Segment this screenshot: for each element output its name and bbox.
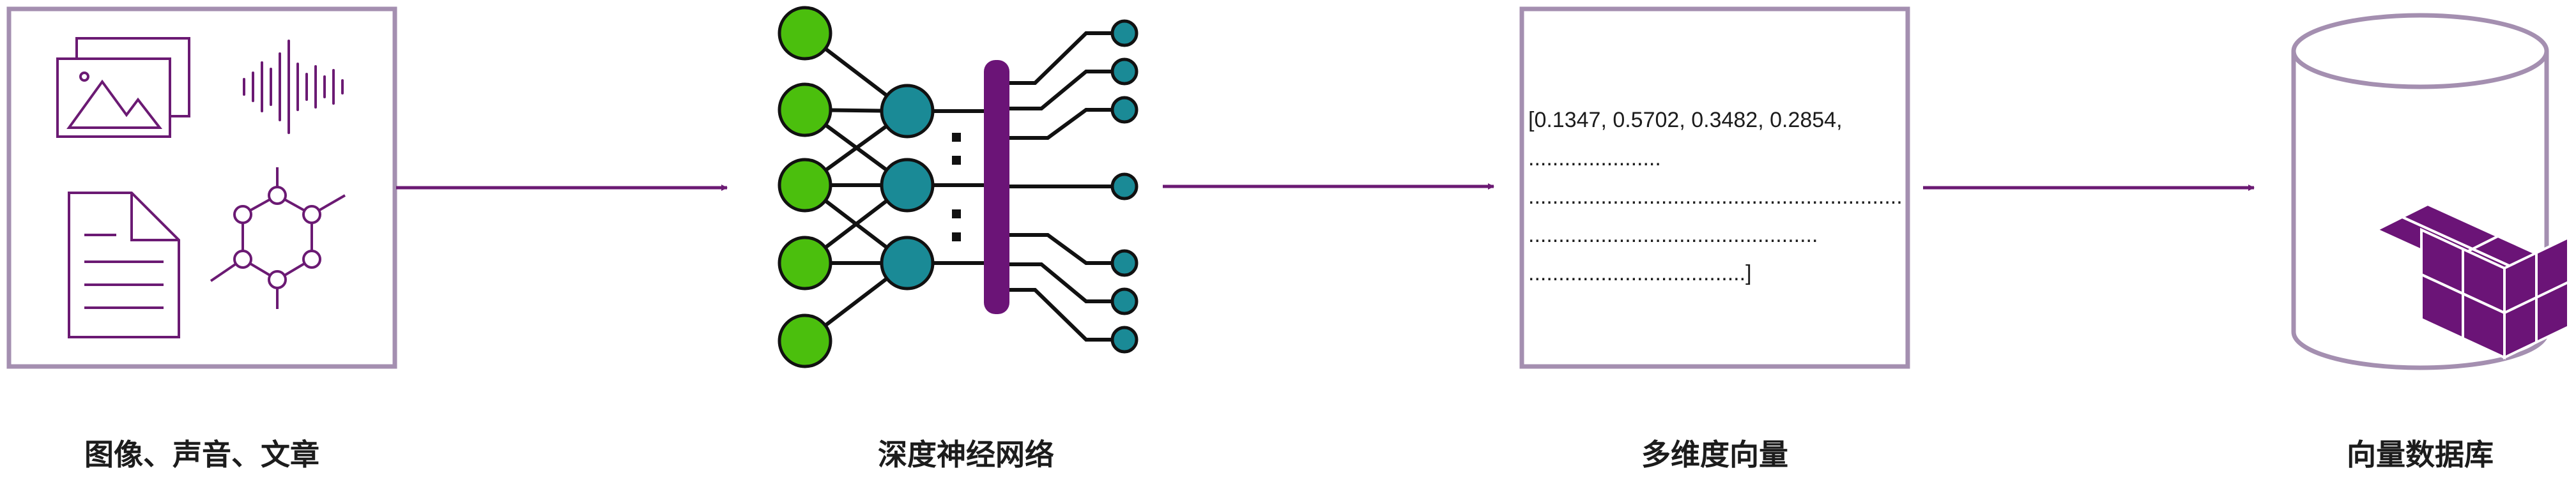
vector-line-3: ........................................…	[1528, 185, 1903, 209]
document-icon	[68, 192, 180, 338]
audio-waveform-icon	[243, 40, 344, 134]
caption-media: 图像、声音、文章	[84, 437, 319, 472]
neural-network-icon	[778, 6, 1138, 368]
molecule-icon	[210, 167, 346, 309]
image-icon	[56, 37, 190, 138]
vector-box	[1519, 6, 1910, 369]
vector-line-1: [0.1347, 0.5702, 0.3482, 0.2854,	[1528, 108, 1843, 132]
caption-network: 深度神经网络	[878, 437, 1054, 472]
caption-database: 向量数据库	[2347, 437, 2494, 472]
caption-vector: 多维度向量	[1641, 437, 1788, 472]
vector-line-2: ......................	[1528, 146, 1661, 170]
vector-values: [0.1347, 0.5702, 0.3482, 0.2854,........…	[1528, 101, 1903, 292]
cube-icon	[2373, 202, 2572, 360]
vector-line-4: ........................................…	[1528, 223, 1818, 247]
vector-line-5: ....................................]	[1528, 261, 1752, 285]
